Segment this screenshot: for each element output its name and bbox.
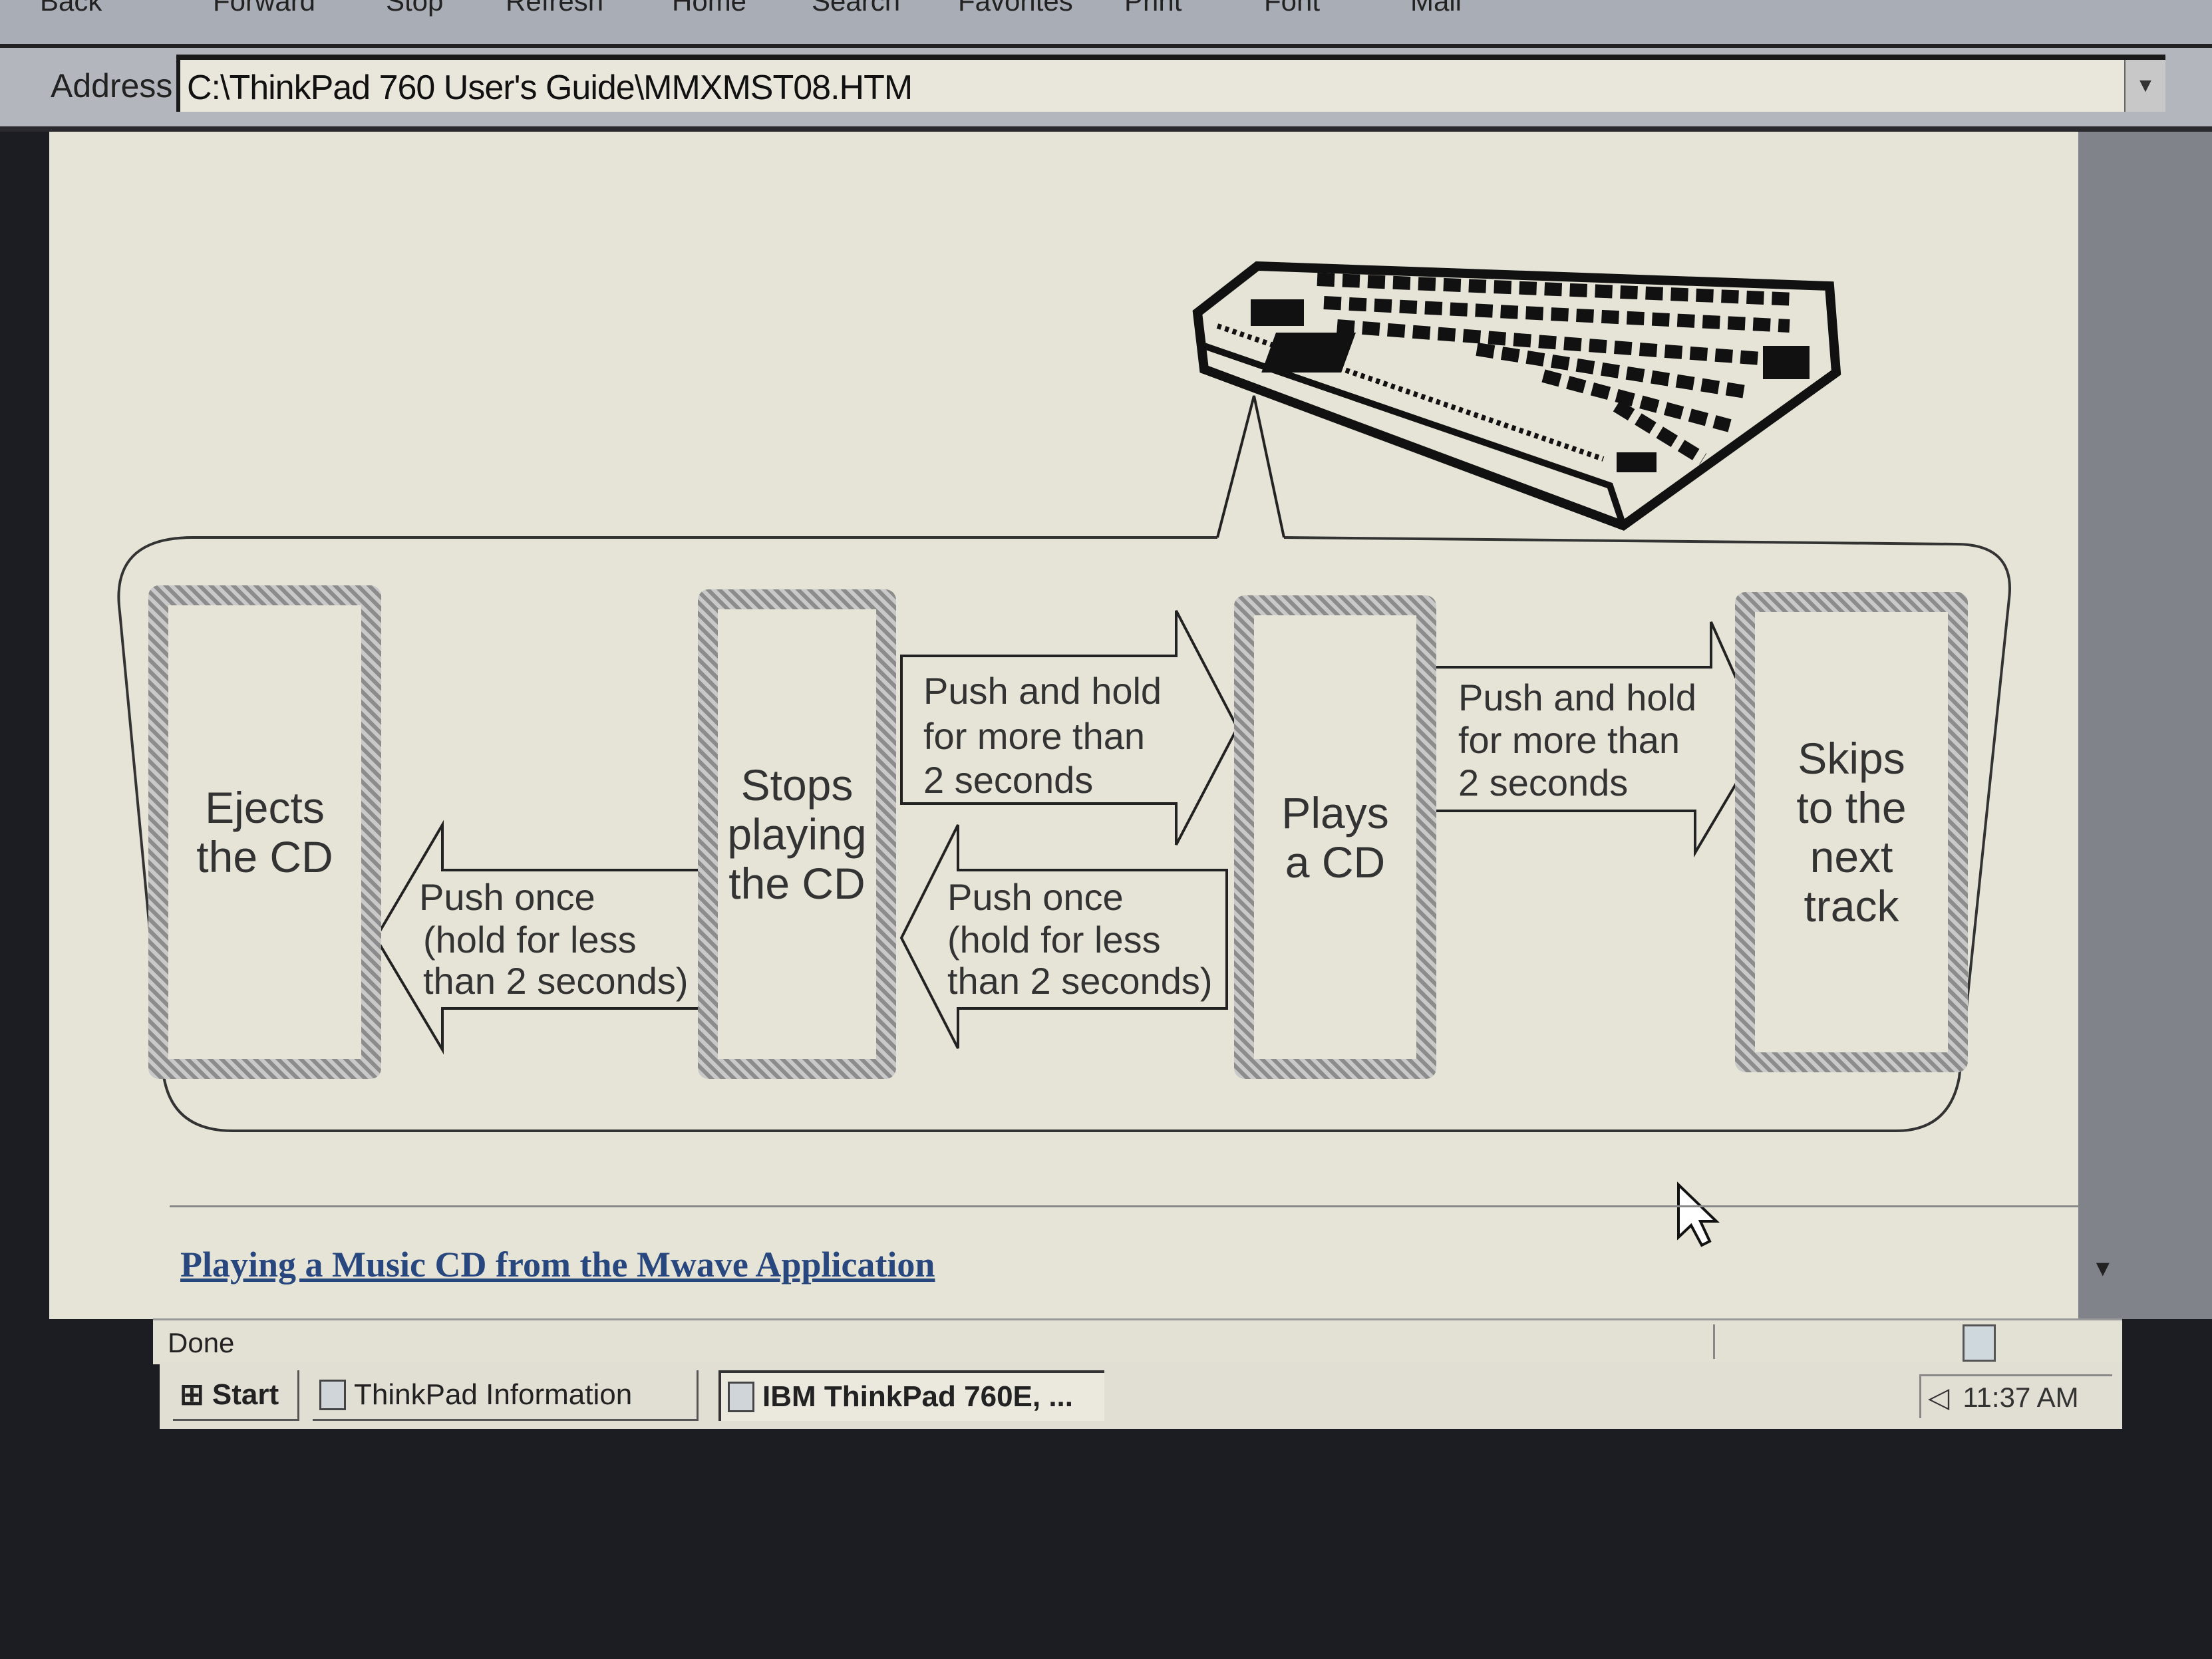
home-button[interactable]: Home: [672, 0, 747, 17]
box-line: Plays: [1281, 788, 1389, 837]
status-bar: Done: [153, 1318, 2122, 1364]
address-value: C:\ThinkPad 760 User's Guide\MMXMST08.HT…: [187, 69, 913, 107]
clock[interactable]: 11:37 AM: [1963, 1381, 2079, 1413]
folder-window-icon: [319, 1379, 346, 1410]
arrow-hold-to-play: [900, 610, 1239, 845]
box-line: to the: [1796, 783, 1907, 832]
arrow-once-to-stop: [899, 824, 1228, 1049]
address-label: Address: [51, 67, 173, 104]
mwave-link[interactable]: Playing a Music CD from the Mwave Applic…: [180, 1245, 935, 1284]
state-box-skip: Skips to the next track: [1735, 592, 1968, 1072]
box-line: Stops: [740, 760, 854, 810]
box-line: Ejects: [205, 783, 325, 832]
font-button[interactable]: Font: [1264, 0, 1321, 17]
toolbar: Back Forward Stop Refresh Home Search Fa…: [0, 0, 2212, 48]
arrow-label-once-to-eject: Push once (hold for less than 2 seconds): [419, 876, 688, 1002]
box-line: track: [1804, 881, 1899, 931]
box-line: playing: [727, 810, 867, 859]
box-line: a CD: [1285, 837, 1386, 887]
state-box-play: Plays a CD: [1234, 595, 1436, 1079]
start-button[interactable]: ⊞ Start: [173, 1370, 299, 1421]
system-tray: ◁ 11:37 AM: [1919, 1374, 2112, 1418]
arrow-label-hold-to-play: Push and hold for more than 2 seconds: [923, 670, 1172, 801]
callout-pointer: [1216, 395, 1285, 538]
status-pane: [1713, 1324, 1981, 1359]
arrow-once-to-eject: [374, 820, 704, 1055]
arrow-label-once-to-stop: Push once (hold for less than 2 seconds): [947, 876, 1212, 1002]
scrollbar[interactable]: ▼: [2078, 132, 2212, 1319]
arrow-hold-to-skip: [1429, 621, 1765, 858]
arrow-label-hold-to-skip: Push and hold for more than 2 seconds: [1458, 677, 1707, 804]
address-input[interactable]: C:\ThinkPad 760 User's Guide\MMXMST08.HT…: [176, 55, 2165, 112]
windows-logo-icon: ⊞: [180, 1378, 204, 1411]
search-button[interactable]: Search: [812, 0, 901, 17]
speaker-icon[interactable]: ◁: [1928, 1382, 1950, 1413]
task-label: IBM ThinkPad 760E, ...: [762, 1380, 1074, 1413]
box-line: next: [1810, 832, 1893, 881]
taskbar: ⊞ Start ThinkPad Information IBM ThinkPa…: [160, 1362, 2122, 1429]
status-text: Done: [168, 1327, 235, 1358]
box-line: the CD: [728, 859, 866, 908]
back-button[interactable]: Back: [40, 0, 102, 17]
address-bar: Address C:\ThinkPad 760 User's Guide\MMX…: [0, 48, 2212, 132]
address-dropdown-button[interactable]: ▼: [2124, 60, 2165, 112]
state-box-stop: Stops playing the CD: [698, 589, 896, 1079]
box-line: the CD: [196, 832, 333, 881]
mail-button[interactable]: Mail: [1410, 0, 1462, 17]
refresh-button[interactable]: Refresh: [506, 0, 604, 17]
chevron-down-icon: ▼: [2135, 75, 2155, 96]
scroll-down-icon[interactable]: ▼: [2092, 1256, 2114, 1281]
state-box-eject: Ejects the CD: [148, 585, 381, 1079]
favorites-button[interactable]: Favorites: [958, 0, 1073, 17]
horizontal-rule: [170, 1205, 2079, 1207]
mouse-cursor-icon: [1677, 1181, 1720, 1247]
stop-button[interactable]: Stop: [386, 0, 444, 17]
taskbar-item-thinkpad-information[interactable]: ThinkPad Information: [313, 1370, 699, 1421]
diagram-frame: [117, 536, 2011, 1132]
print-button[interactable]: Print: [1124, 0, 1182, 17]
laptop-keyboard-illustration: [1192, 261, 1841, 531]
internet-explorer-icon: [728, 1382, 754, 1412]
box-line: Skips: [1798, 734, 1905, 783]
zone-icon: [1963, 1324, 1996, 1362]
forward-button[interactable]: Forward: [213, 0, 316, 17]
taskbar-item-ibm-thinkpad[interactable]: IBM ThinkPad 760E, ...: [718, 1370, 1104, 1421]
start-label: Start: [212, 1378, 279, 1411]
task-label: ThinkPad Information: [354, 1378, 633, 1411]
